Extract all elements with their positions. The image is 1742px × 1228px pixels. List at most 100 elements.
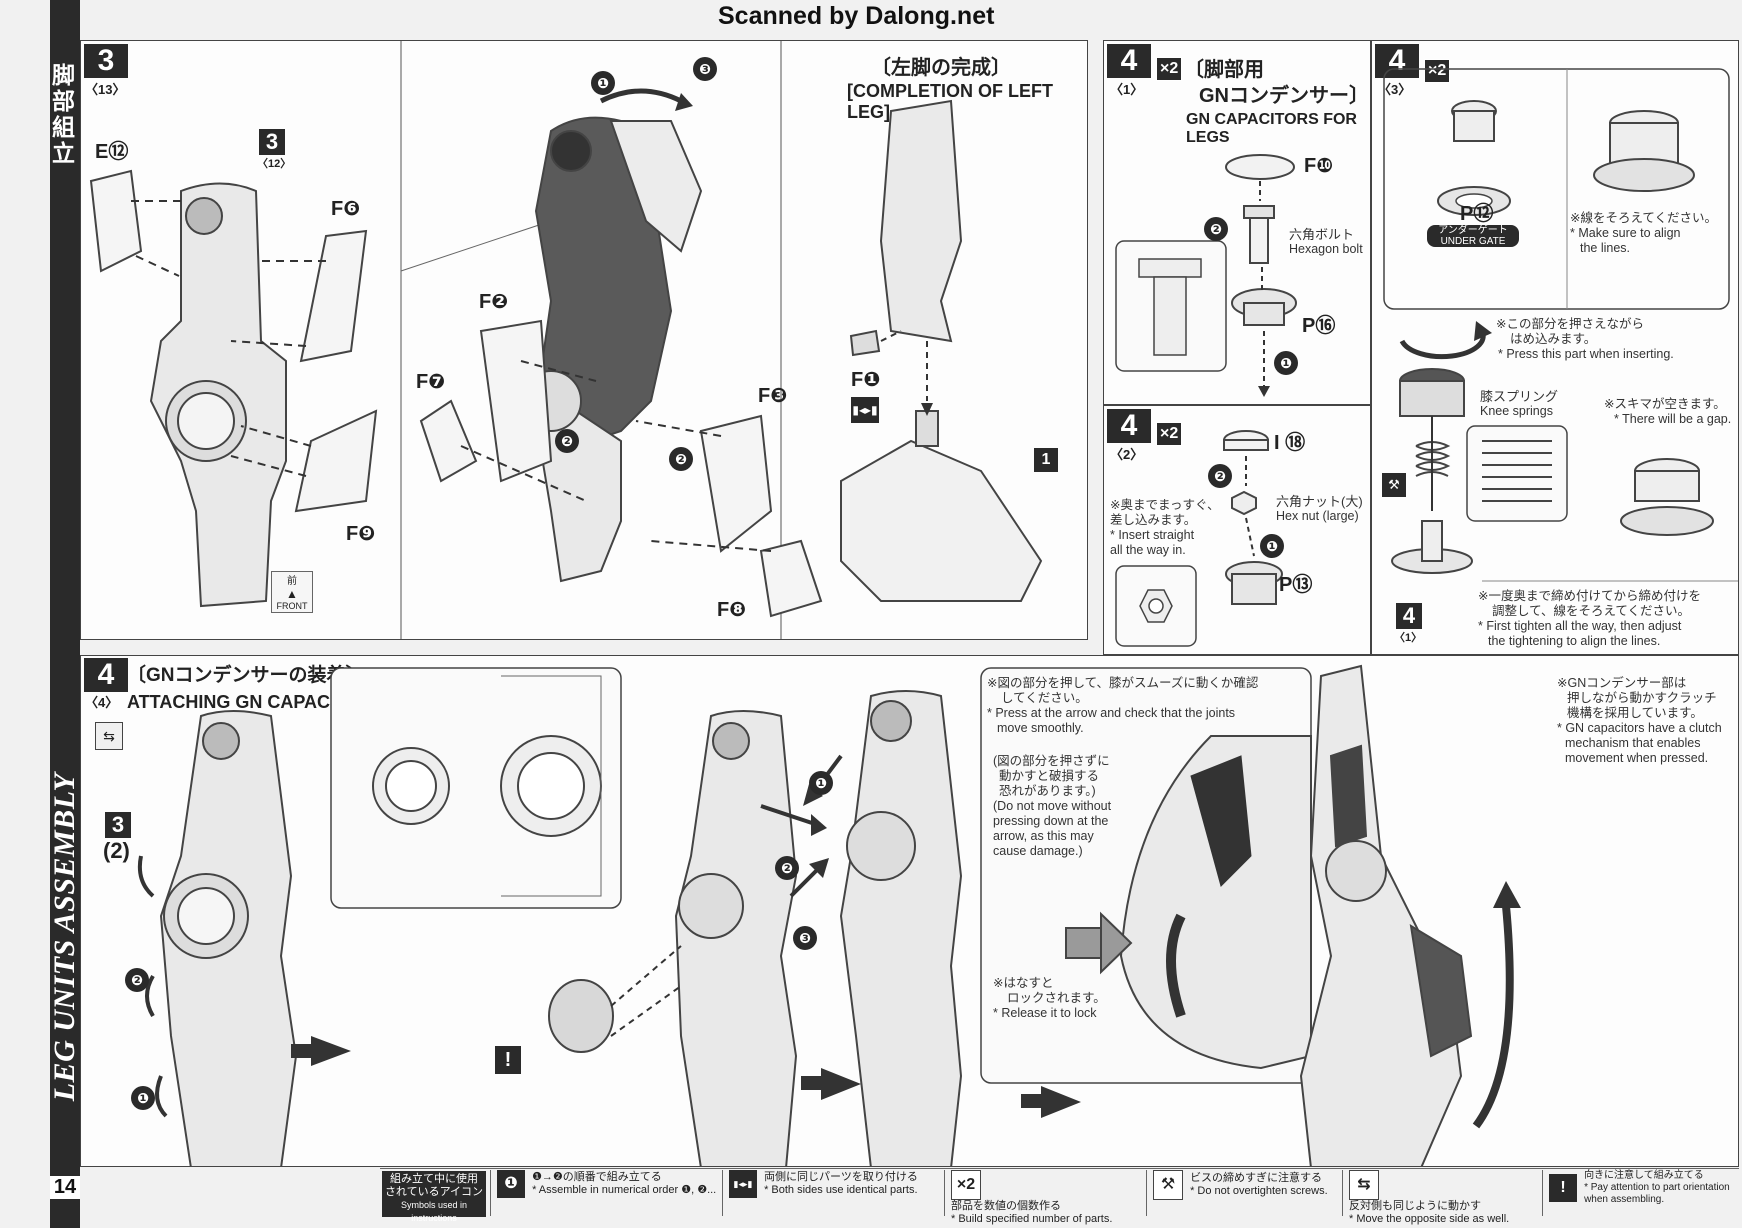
- step4-4-ref-sub: (2): [103, 838, 130, 863]
- legend-both-sides-icon: ▮◂▸▮: [729, 1170, 757, 1198]
- step4-3-drawing: [1383, 68, 1738, 582]
- legend-order-jp: ❶→❷の順番で組み立てる: [532, 1171, 662, 1183]
- damage-warning-en2: pressing down at the: [993, 814, 1109, 828]
- step4-2-multiplier: ×2: [1156, 422, 1183, 446]
- step4-1-multiplier: ×2: [1156, 57, 1183, 81]
- attention-icon: !: [495, 1046, 521, 1074]
- step4-4-drawing: [137, 664, 1521, 1166]
- insert-straight-jp2: 差し込みます。: [1110, 513, 1197, 527]
- clutch-jp2: 押しながら動かすクラッチ: [1567, 691, 1717, 705]
- hexagon-bolt-jp: 六角ボルト: [1289, 227, 1355, 242]
- legend-title-en: Symbols used in instructions: [400, 1200, 468, 1223]
- insert-straight-en1: * Insert straight: [1110, 528, 1195, 542]
- step4-1-title-en: GN CAPACITORS FOR LEGS: [1186, 111, 1357, 146]
- tighten-en2: the tightening to align the lines.: [1488, 634, 1661, 648]
- part-f6: F❻: [331, 198, 361, 220]
- legend-both-sides-en: * Both sides use identical parts.: [764, 1184, 918, 1196]
- step4-4-num-2: ❷: [125, 968, 149, 992]
- step4-4-number: 4: [84, 658, 128, 692]
- align-lines-jp: ※線をそろえてください。: [1570, 211, 1717, 225]
- part-f8: F❽: [717, 599, 747, 621]
- part-1-box: 1: [1034, 448, 1058, 472]
- knee-springs-en: Knee springs: [1480, 404, 1553, 418]
- page-number: 14: [50, 1176, 80, 1199]
- legend-both-sides-jp: 両側に同じパーツを取り付ける: [764, 1171, 918, 1183]
- step4-4-sub: 〈4〉: [85, 695, 119, 710]
- move-opposite-icon: ⇆: [95, 722, 123, 750]
- step4-2-panel: 4 〈2〉 ×2 I ⑱ P⑬ ❷ ❶ 六角ナット(大) Hex nut (la…: [1103, 405, 1371, 655]
- clutch-en1: * GN capacitors have a clutch: [1557, 721, 1722, 735]
- step4-2-drawing: [1115, 430, 1283, 647]
- align-lines-note: ※線をそろえてください。 * Make sure to align the li…: [1570, 211, 1717, 256]
- front-label-jp: 前: [287, 576, 297, 587]
- hex-nut-jp: 六角ナット(大): [1276, 494, 1363, 509]
- check-joints-jp2: してください。: [1001, 691, 1088, 705]
- front-arrow-icon: ▲: [286, 587, 298, 601]
- legend-title: 組み立て中に使用 されているアイコン Symbols used in instr…: [382, 1171, 486, 1223]
- legend-item-opposite: ⇆ 反対側も同じように動かす* Move the opposite side a…: [1342, 1170, 1542, 1225]
- legend-opposite-jp: 反対側も同じように動かす: [1349, 1200, 1481, 1212]
- step4-3-sub: 〈3〉: [1378, 82, 1412, 97]
- check-joints-jp1: ※図の部分を押して、膝がスムーズに動くか確認: [987, 676, 1259, 690]
- step3-num-3: ❸: [693, 57, 717, 81]
- completion-title-jp: 〔左脚の完成〕: [871, 57, 1011, 79]
- part-e12: E⑫: [95, 141, 129, 163]
- legend-item-order: ❶ ❶→❷の順番で組み立てる* Assemble in numerical or…: [490, 1170, 722, 1216]
- check-joints-note: ※図の部分を押して、膝がスムーズに動くか確認 してください。 * Press a…: [987, 676, 1258, 736]
- step4-1-num-2: ❷: [1204, 217, 1228, 241]
- clutch-note: ※GNコンデンサー部は 押しながら動かすクラッチ 機構を採用しています。 * G…: [1557, 676, 1722, 766]
- legend-title-jp2: されているアイコン: [384, 1186, 484, 1198]
- legend-multiply-icon: ×2: [951, 1170, 981, 1200]
- damage-warning-note: (図の部分を押さずに 動かすと破損する 恐れがあります。) (Do not mo…: [993, 754, 1111, 859]
- watermark: Scanned by Dalong.net: [718, 2, 995, 30]
- step4-4-num-2b: ❷: [775, 856, 799, 880]
- step4-4-num-3b: ❸: [793, 926, 817, 950]
- step4-2-num-1: ❶: [1260, 534, 1284, 558]
- step3-num-1: ❶: [591, 71, 615, 95]
- under-gate-jp: アンダーゲート: [1438, 225, 1508, 236]
- side-strip: [50, 0, 80, 1228]
- side-title-jp: 脚部組立: [52, 62, 75, 166]
- hexagon-bolt-en: Hexagon bolt: [1289, 242, 1363, 256]
- step4-2-num-2: ❷: [1208, 464, 1232, 488]
- legend-orientation-icon: !: [1549, 1174, 1577, 1202]
- both-sides-icon: ▮◂▸▮: [851, 397, 879, 423]
- release-lock-note: ※はなすと ロックされます。 * Release it to lock: [993, 976, 1106, 1021]
- damage-warning-jp2: 動かすと破損する: [999, 769, 1100, 783]
- part-p12: P⑫: [1460, 203, 1494, 225]
- completion-title-en: [COMPLETION OF LEFT LEG]: [847, 81, 1053, 122]
- step4-3-panel: 4 〈3〉 ×2 P⑫ アンダーゲート UNDER G: [1371, 40, 1739, 655]
- legend-screws-jp: ビスの締めすぎに注意する: [1190, 1172, 1323, 1184]
- step3-sub: 〈13〉: [85, 82, 126, 97]
- check-joints-en2: move smoothly.: [997, 721, 1084, 735]
- step4-1-number: 4: [1107, 44, 1151, 78]
- legend-order-en: * Assemble in numerical order ❶, ❷...: [532, 1184, 717, 1196]
- damage-warning-jp3: 恐れがあります。): [999, 784, 1096, 798]
- step3-number: 3: [84, 44, 128, 78]
- step4-1-title-jp1: 〔脚部用: [1184, 59, 1264, 81]
- tighten-en1: * First tighten all the way, then adjust: [1478, 619, 1682, 633]
- step3-num-2a: ❷: [555, 429, 579, 453]
- legend-item-both-sides: ▮◂▸▮ 両側に同じパーツを取り付ける* Both sides use iden…: [722, 1170, 944, 1216]
- step4-1-drawing: [1115, 154, 1297, 397]
- legend-opposite-en: * Move the opposite side as well.: [1349, 1213, 1510, 1225]
- legend-order-icon: ❶: [497, 1170, 525, 1198]
- part-f2: F❷: [479, 291, 509, 313]
- step4-3-ref-number: 4: [1396, 603, 1422, 629]
- hex-nut-en: Hex nut (large): [1276, 509, 1359, 523]
- step4-2-number: 4: [1107, 409, 1151, 443]
- front-icon: 前 ▲ FRONT: [271, 571, 313, 613]
- hex-nut-label: 六角ナット(大) Hex nut (large): [1276, 494, 1363, 524]
- insert-straight-en2: all the way in.: [1110, 543, 1186, 557]
- part-f3: F❸: [758, 385, 788, 407]
- step4-1-num-1: ❶: [1274, 351, 1298, 375]
- damage-warning-jp1: (図の部分を押さずに: [993, 754, 1110, 768]
- legend-orientation-en: * Pay attention to part orientation when…: [1584, 1182, 1730, 1205]
- legend-multiply-en: * Build specified number of parts.: [951, 1213, 1113, 1225]
- damage-warning-en1: (Do not move without: [993, 799, 1112, 813]
- step4-4-num-1: ❶: [131, 1086, 155, 1110]
- step3-num-2b: ❷: [669, 447, 693, 471]
- step4-4-title-en: ATTACHING GN CAPACITORS: [127, 692, 385, 712]
- step4-3-ref-sub: 〈1〉: [1394, 632, 1423, 644]
- step4-1-panel: 4 〈1〉 ×2 〔脚部用 GNコンデンサー〕 GN CAPACITORS FO…: [1103, 40, 1371, 405]
